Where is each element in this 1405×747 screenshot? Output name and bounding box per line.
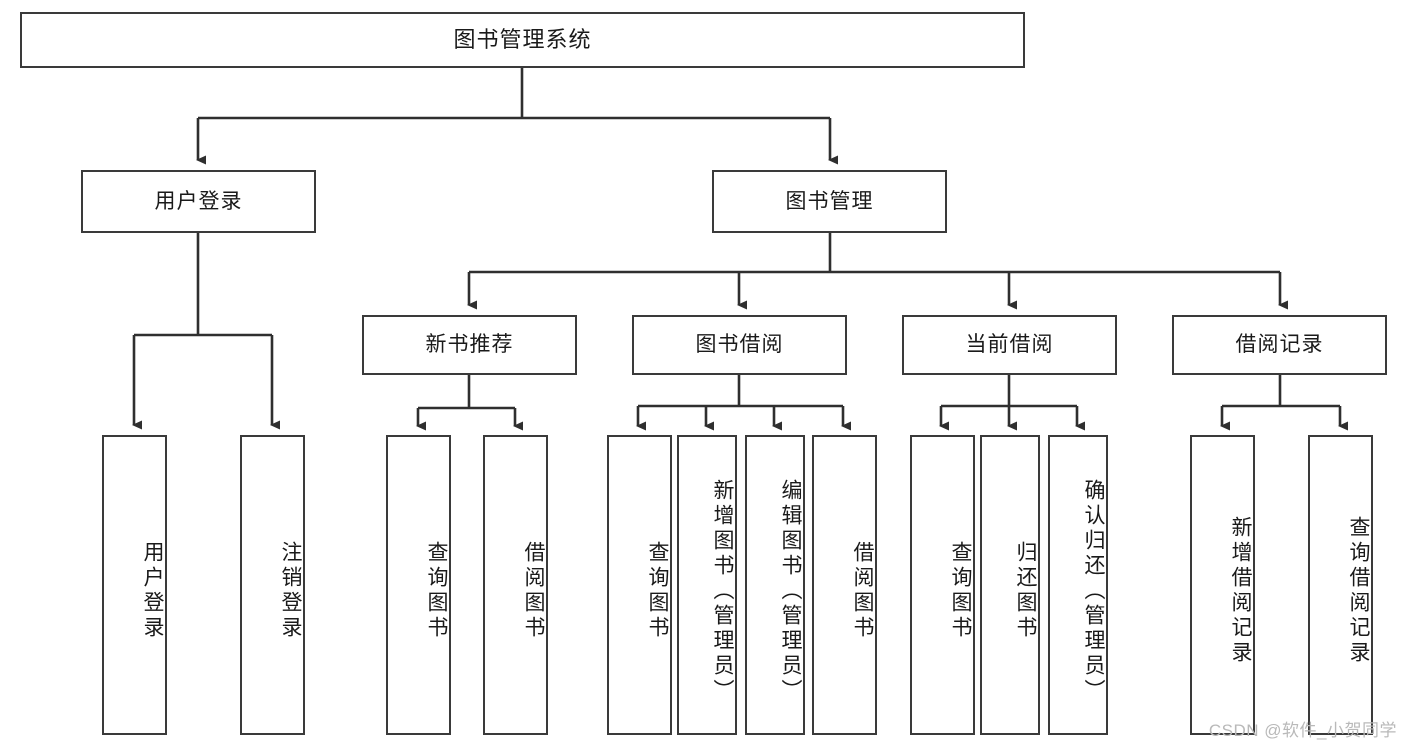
node-label: 查询借阅记录 bbox=[1347, 516, 1370, 666]
node-user-login[interactable]: 用户登录 bbox=[81, 170, 316, 233]
leaf-new-book-query-book[interactable]: 查询图书 bbox=[386, 435, 451, 735]
leaf-new-book-borrow-book[interactable]: 借阅图书 bbox=[483, 435, 548, 735]
node-label: 用户登录 bbox=[141, 541, 164, 641]
node-label: 图书管理 bbox=[785, 189, 874, 213]
node-label: 编辑图书（管理员） bbox=[779, 478, 802, 704]
csdn-watermark: CSDN @软件_小贺同学 bbox=[1208, 721, 1397, 740]
leaf-current-borrow-return-book[interactable]: 归还图书 bbox=[980, 435, 1040, 735]
node-label: 当前借阅 bbox=[965, 333, 1054, 357]
node-label: 用户登录 bbox=[154, 189, 243, 213]
node-label: 查询图书 bbox=[425, 541, 448, 641]
node-label: 查询图书 bbox=[949, 541, 972, 641]
node-label: 图书借阅 bbox=[695, 333, 784, 357]
node-label: 借阅图书 bbox=[522, 541, 545, 641]
leaf-borrow-record-query-record[interactable]: 查询借阅记录 bbox=[1308, 435, 1373, 735]
node-current-borrow[interactable]: 当前借阅 bbox=[902, 315, 1117, 375]
leaf-book-borrow-query-book[interactable]: 查询图书 bbox=[607, 435, 672, 735]
node-label: 借阅记录 bbox=[1235, 333, 1324, 357]
node-root-book-management-system[interactable]: 图书管理系统 bbox=[20, 12, 1025, 68]
leaf-book-borrow-add-book-admin[interactable]: 新增图书（管理员） bbox=[677, 435, 737, 735]
leaf-current-borrow-confirm-return-admin[interactable]: 确认归还（管理员） bbox=[1048, 435, 1108, 735]
node-label: 确认归还（管理员） bbox=[1082, 478, 1105, 704]
leaf-user-login-login[interactable]: 用户登录 bbox=[102, 435, 167, 735]
node-label: 新增图书（管理员） bbox=[711, 478, 734, 704]
node-label: 新书推荐 bbox=[425, 333, 514, 357]
node-label: 查询图书 bbox=[646, 541, 669, 641]
node-borrow-record[interactable]: 借阅记录 bbox=[1172, 315, 1387, 375]
node-label: 借阅图书 bbox=[851, 541, 874, 641]
node-label: 图书管理系统 bbox=[453, 26, 592, 52]
node-label: 注销登录 bbox=[279, 541, 302, 641]
node-book-borrow[interactable]: 图书借阅 bbox=[632, 315, 847, 375]
leaf-user-login-logout[interactable]: 注销登录 bbox=[240, 435, 305, 735]
leaf-book-borrow-borrow-book[interactable]: 借阅图书 bbox=[812, 435, 877, 735]
node-new-book-recommend[interactable]: 新书推荐 bbox=[362, 315, 577, 375]
leaf-current-borrow-query-book[interactable]: 查询图书 bbox=[910, 435, 975, 735]
leaf-borrow-record-add-record[interactable]: 新增借阅记录 bbox=[1190, 435, 1255, 735]
leaf-book-borrow-edit-book-admin[interactable]: 编辑图书（管理员） bbox=[745, 435, 805, 735]
node-book-management[interactable]: 图书管理 bbox=[712, 170, 947, 233]
node-label: 新增借阅记录 bbox=[1229, 516, 1252, 666]
node-label: 归还图书 bbox=[1014, 541, 1037, 641]
